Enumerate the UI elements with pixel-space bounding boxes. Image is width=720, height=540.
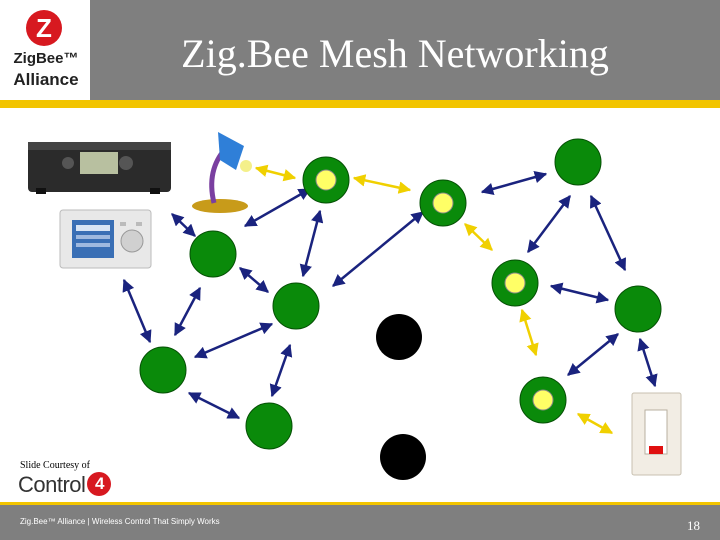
router-node [189,230,237,278]
link [193,322,274,359]
link [332,211,424,287]
page-number: 18 [687,518,700,533]
link [187,391,241,420]
mesh-nodes [139,138,662,480]
link [589,194,627,272]
link [576,412,614,435]
slide-title: Zig.Bee Mesh Networking [181,31,609,76]
audio-receiver-device [28,142,171,194]
router-node [245,402,293,450]
link [173,286,202,337]
link [299,209,324,278]
footer-tagline: Zig.Bee™ Alliance | Wireless Control Tha… [20,517,220,526]
touch-screen-panel [59,209,152,269]
control4-mark: 4 [87,472,112,496]
router-node [554,138,602,186]
footer-bar [0,505,720,540]
header-accent-stripe [0,100,720,108]
link [239,267,269,293]
link [171,213,196,237]
router-node [614,285,662,333]
router-node [272,282,320,330]
control4-wordmark: Control [18,472,86,497]
desk-lamp-device [192,132,252,213]
link [527,195,571,253]
mesh-links [122,164,658,435]
zigbee-logo-mark: Z [36,13,52,43]
link [122,278,152,344]
link [567,333,619,376]
link [243,187,312,228]
zigbee-logo-line2: Alliance [13,70,79,89]
link [637,337,658,388]
router-node [139,346,187,394]
header-bar [0,0,720,100]
link [254,164,297,182]
link [519,308,539,357]
link [549,282,610,304]
slide-credit: Slide Courtesy of [20,460,90,471]
failed-node [380,434,426,480]
zigbee-alliance-logo: Z ZigBee™ Alliance [0,0,90,100]
link [480,171,548,195]
link [352,174,412,194]
wall-switch-device [631,392,682,476]
footer-accent-stripe [0,502,720,505]
link [464,223,493,251]
zigbee-logo-line1: ZigBee™ [13,50,79,67]
failed-node [376,314,422,360]
zigbee-logo-circle [26,10,62,46]
link [269,343,293,398]
